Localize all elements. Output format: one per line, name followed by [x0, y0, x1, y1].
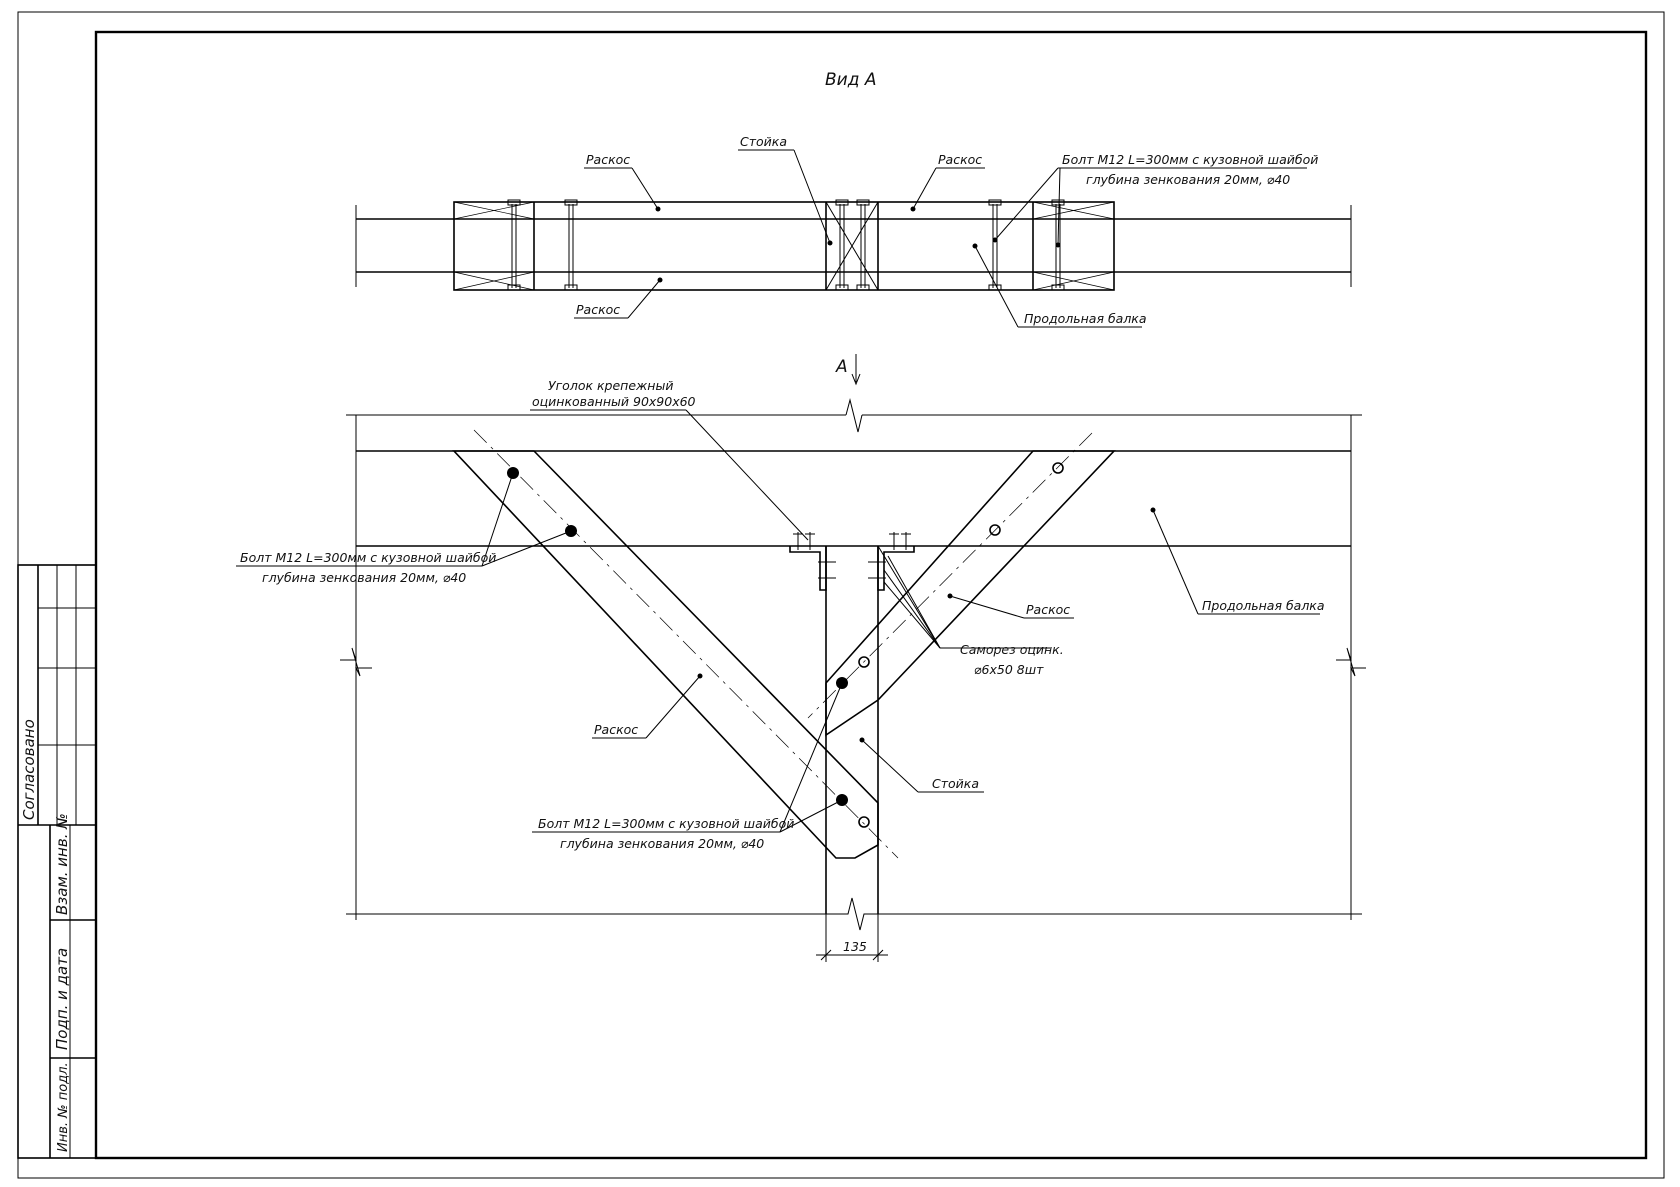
plan-brace-outline: [453, 201, 1115, 291]
plan-view: Раскос Стойка Раскос Раскос Продольная б…: [355, 134, 1352, 328]
bolt-bottom-line2: глубина зенкования 20мм, ⌀40: [560, 836, 764, 851]
plan-bolt: [507, 199, 521, 291]
ugolok-label-line1: Уголок крепежный: [548, 378, 673, 393]
bolt-symbol: [1052, 462, 1064, 474]
bolt-left-line1: Болт М12 L=300мм с кузовной шайбой: [240, 550, 496, 565]
plan-bolt: [835, 199, 849, 291]
label-stoyka: Стойка: [932, 776, 979, 791]
bolt-left-line2: глубина зенкования 20мм, ⌀40: [262, 570, 466, 585]
bolt-bottom-line1: Болт М12 L=300мм с кузовной шайбой: [538, 816, 794, 831]
stamp-vzam-inv: Взам. инв. №: [53, 813, 71, 915]
plan-label-raskos-bottom: Раскос: [576, 302, 620, 317]
mounting-angle-right: [868, 532, 915, 591]
label-raskos-left: Раскос: [594, 722, 638, 737]
view-title: Вид А: [825, 70, 877, 90]
plan-label-bolt-line2: глубина зенкования 20мм, ⌀40: [1086, 172, 1290, 187]
mounting-angle-left: [789, 532, 836, 591]
plan-label-prodolnaya-balka: Продольная балка: [1024, 311, 1147, 326]
sheet-outer-border: [17, 11, 1665, 1179]
elevation-view: А: [236, 354, 1366, 962]
label-prodolnaya-balka: Продольная балка: [1202, 598, 1325, 613]
plan-label-raskos-top-left: Раскос: [586, 152, 630, 167]
plan-label-bolt-line1: Болт М12 L=300мм с кузовной шайбой: [1062, 152, 1318, 167]
plan-label-raskos-top-right: Раскос: [938, 152, 982, 167]
bolt-symbol: [989, 524, 1001, 536]
stamp-podp-data: Подп. и дата: [53, 948, 71, 1050]
left-brace: [452, 450, 879, 859]
dimension-135: 135: [843, 939, 867, 954]
plan-label-stoyka: Стойка: [740, 134, 787, 149]
samorez-line2: ⌀6х50 8шт: [974, 662, 1044, 677]
stamp-soglasovano: Согласовано: [20, 719, 38, 820]
ugolok-label-line2: оцинкованный 90х90х60: [532, 394, 696, 409]
sheet-inner-frame: [94, 30, 1648, 1160]
right-brace: [825, 450, 1116, 737]
label-raskos-right: Раскос: [1026, 602, 1070, 617]
plan-bolt: [564, 199, 578, 291]
plan-bolt: [856, 199, 870, 291]
bolt-symbol: [858, 816, 870, 828]
samorez-line1: Саморез оцинк.: [960, 642, 1064, 657]
side-stamp: Согласовано Взам. инв. № Подп. и дата Ин…: [17, 564, 97, 1159]
section-mark: А: [835, 357, 848, 377]
plan-bolt: [988, 199, 1002, 291]
stamp-inv-podl: Инв. № подл.: [56, 1062, 71, 1152]
bolt-symbol: [858, 656, 870, 668]
